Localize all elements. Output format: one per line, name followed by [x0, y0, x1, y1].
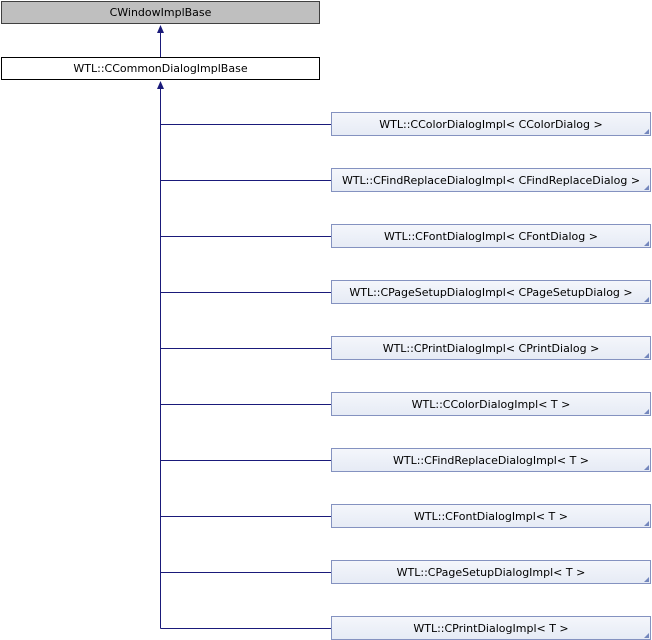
class-label: WTL::CFontDialogImpl< T >: [414, 509, 568, 523]
class-node-derived[interactable]: WTL::CColorDialogImpl< T >: [331, 392, 651, 416]
class-label: WTL::CPageSetupDialogImpl< CPageSetupDia…: [349, 285, 633, 299]
fold-corner-icon: [644, 185, 649, 190]
class-label: WTL::CFindReplaceDialogImpl< CFindReplac…: [341, 173, 641, 187]
class-label: WTL::CPageSetupDialogImpl< T >: [396, 565, 586, 579]
class-node-derived[interactable]: WTL::CPrintDialogImpl< CPrintDialog >: [331, 336, 651, 360]
class-label: WTL::CPrintDialogImpl< T >: [413, 621, 569, 635]
fold-corner-icon: [644, 353, 649, 358]
class-node-derived[interactable]: WTL::CFontDialogImpl< CFontDialog >: [331, 224, 651, 248]
class-label: WTL::CFindReplaceDialogImpl< T >: [392, 453, 590, 467]
class-label: WTL::CPrintDialogImpl< CPrintDialog >: [382, 341, 600, 355]
class-node-cwindowimplbase[interactable]: CWindowImplBase: [1, 1, 320, 24]
fold-corner-icon: [644, 633, 649, 638]
fold-corner-icon: [644, 297, 649, 302]
class-node-derived[interactable]: WTL::CPageSetupDialogImpl< CPageSetupDia…: [331, 280, 651, 304]
class-node-derived[interactable]: WTL::CFindReplaceDialogImpl< CFindReplac…: [331, 168, 651, 192]
arrowhead-icon: [157, 25, 164, 33]
fold-corner-icon: [644, 129, 649, 134]
class-node-derived[interactable]: WTL::CPageSetupDialogImpl< T >: [331, 560, 651, 584]
class-label: WTL::CColorDialogImpl< T >: [411, 397, 571, 411]
class-node-derived[interactable]: WTL::CColorDialogImpl< CColorDialog >: [331, 112, 651, 136]
fold-corner-icon: [644, 577, 649, 582]
class-label: CWindowImplBase: [109, 6, 212, 19]
class-label: WTL::CCommonDialogImplBase: [73, 62, 248, 75]
fold-corner-icon: [644, 465, 649, 470]
class-node-derived[interactable]: WTL::CFindReplaceDialogImpl< T >: [331, 448, 651, 472]
fold-corner-icon: [644, 521, 649, 526]
class-node-ccommondialogimplbase[interactable]: WTL::CCommonDialogImplBase: [1, 57, 320, 80]
class-node-derived[interactable]: WTL::CPrintDialogImpl< T >: [331, 616, 651, 640]
class-label: WTL::CColorDialogImpl< CColorDialog >: [379, 117, 603, 131]
class-node-derived[interactable]: WTL::CFontDialogImpl< T >: [331, 504, 651, 528]
arrowhead-icon: [157, 81, 164, 89]
class-label: WTL::CFontDialogImpl< CFontDialog >: [384, 229, 598, 243]
fold-corner-icon: [644, 241, 649, 246]
fold-corner-icon: [644, 409, 649, 414]
